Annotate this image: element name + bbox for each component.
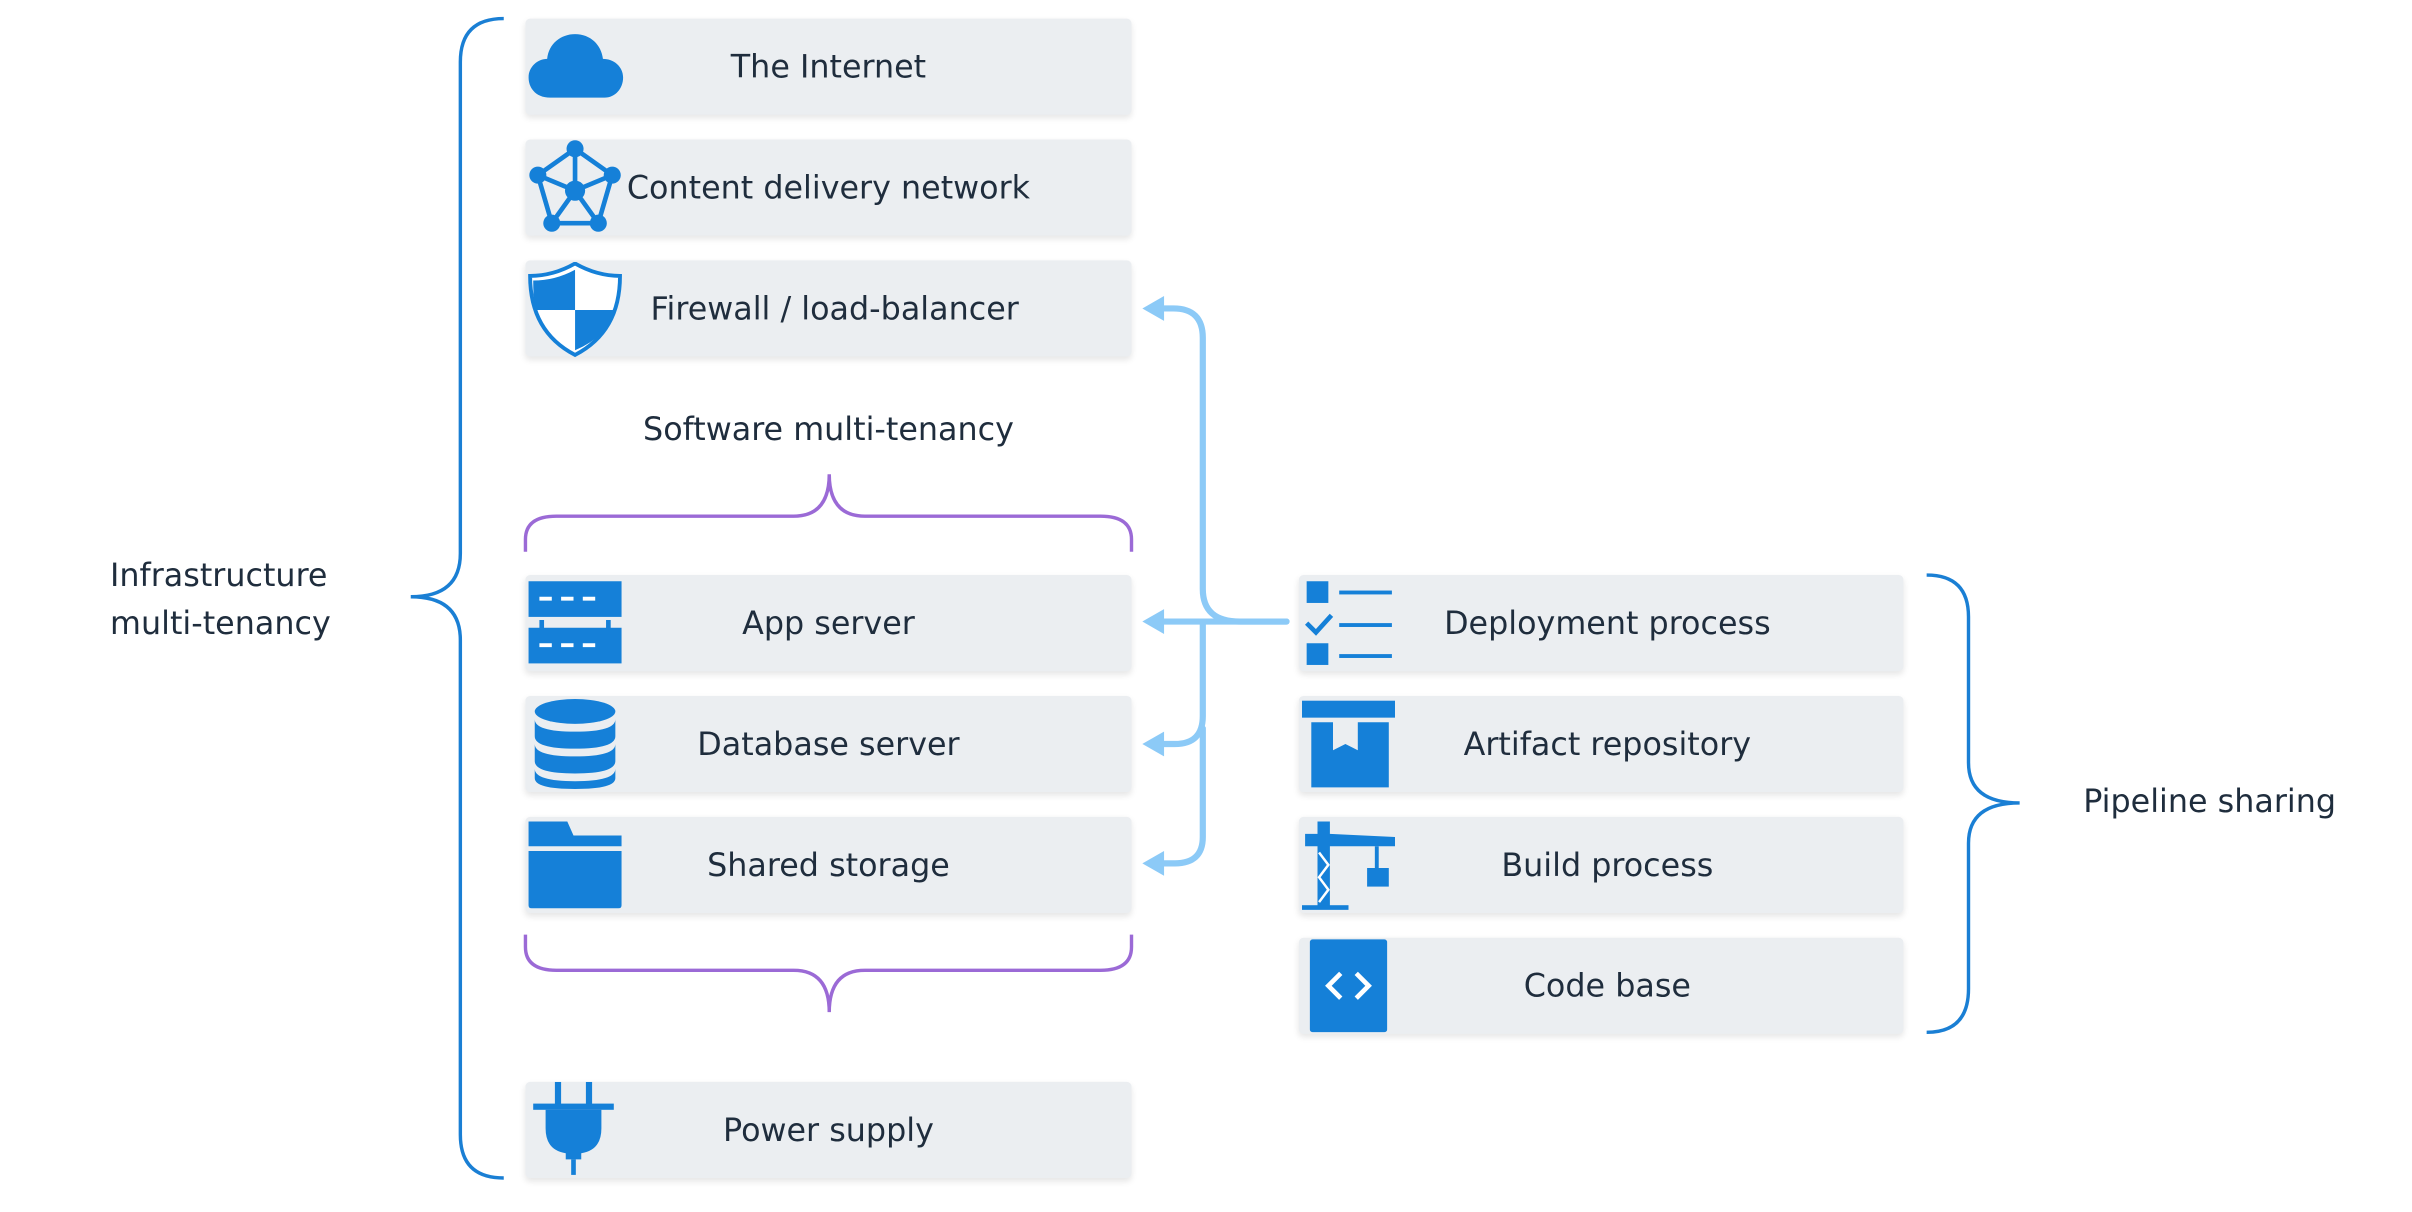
server-icon <box>528 581 622 664</box>
box-code-base: Code base <box>1298 937 1904 1034</box>
arrowhead-firewall <box>1142 296 1165 321</box>
arrow-to-database <box>1153 618 1206 748</box>
box-shared-storage: Shared storage <box>525 816 1132 913</box>
package-icon <box>1302 700 1395 788</box>
infrastructure-label: Infrastructure multi-tenancy <box>110 552 331 648</box>
arrow-to-storage <box>1153 725 1206 867</box>
infrastructure-label-line1: Infrastructure <box>110 556 328 594</box>
box-label: Firewall / load-balancer <box>650 289 1019 328</box>
box-artifact-repository: Artifact repository <box>1298 695 1904 793</box>
box-label: Database server <box>697 725 960 763</box>
box-label: Code base <box>1523 967 1691 1005</box>
box-label: The Internet <box>730 48 927 86</box>
crane-icon <box>1302 821 1395 910</box>
box-database-server: Database server <box>525 695 1132 793</box>
folder-icon <box>528 821 622 909</box>
box-label: Shared storage <box>707 846 950 884</box>
network-icon <box>529 140 621 232</box>
cloud-icon <box>528 34 624 98</box>
box-power-supply: Power supply <box>525 1081 1132 1178</box>
arrowhead-database <box>1142 731 1165 757</box>
database-icon <box>534 699 616 789</box>
box-label: Power supply <box>723 1111 934 1149</box>
box-label: App server <box>742 604 915 642</box>
software-bracket-bottom <box>523 934 1134 1013</box>
arrow-to-firewall <box>1150 305 1290 625</box>
shield-icon <box>528 261 622 358</box>
pipeline-bracket <box>1926 573 2020 1035</box>
box-label: Build process <box>1501 846 1714 884</box>
box-app-server: App server <box>525 575 1132 672</box>
pipeline-sharing-label: Pipeline sharing <box>2083 782 2337 820</box>
software-bracket-top <box>523 474 1134 552</box>
box-label: Content delivery network <box>626 168 1031 207</box>
infrastructure-bracket <box>410 16 504 1180</box>
box-the-internet: The Internet <box>525 18 1132 115</box>
arrowhead-storage <box>1142 850 1165 876</box>
box-firewall: Firewall / load-balancer <box>525 260 1132 358</box>
box-label: Artifact repository <box>1463 725 1752 763</box>
plug-icon <box>533 1081 614 1175</box>
box-build-process: Build process <box>1298 816 1904 913</box>
checklist-icon <box>1305 581 1392 665</box>
software-multitenancy-label: Software multi-tenancy <box>643 410 1014 448</box>
arrowhead-app-server <box>1142 609 1165 634</box>
code-icon <box>1309 939 1388 1033</box>
infrastructure-label-line2: multi-tenancy <box>110 604 331 642</box>
box-deployment-process: Deployment process <box>1298 575 1904 672</box>
box-label: Deployment process <box>1444 604 1771 642</box>
box-content-delivery-network: Content delivery network <box>525 139 1132 236</box>
